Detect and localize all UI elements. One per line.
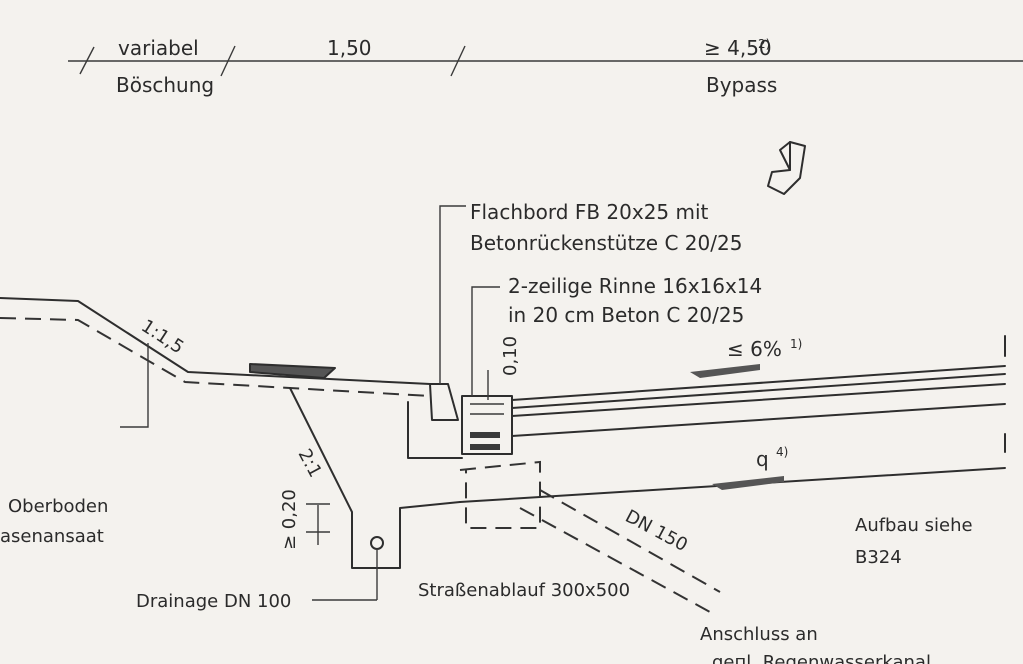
road-surface bbox=[511, 365, 1006, 401]
flow-arrow-left bbox=[249, 363, 336, 379]
flachbord-label-2: Betonrückenstütze C 20/25 bbox=[470, 231, 742, 255]
rinne-leader bbox=[471, 286, 500, 396]
dim-020-label: ≥ 0,20 bbox=[279, 489, 300, 550]
dim-450: ≥ 4,50 bbox=[704, 36, 772, 60]
dim-boeschung: Böschung bbox=[116, 73, 214, 97]
aufbau-label-1: Aufbau siehe bbox=[855, 515, 973, 536]
trench-outline bbox=[289, 387, 461, 569]
slope-leader bbox=[120, 343, 149, 428]
drain-pipe-icon bbox=[370, 536, 384, 550]
terrain-surface bbox=[0, 297, 431, 385]
dim-bypass: Bypass bbox=[706, 73, 777, 97]
slope-arrow bbox=[690, 364, 760, 378]
dimension-tick bbox=[79, 46, 95, 75]
rasenansaat-label: asenansaat bbox=[0, 526, 104, 547]
dim-150: 1,50 bbox=[327, 36, 372, 60]
drainage-label: Drainage DN 100 bbox=[136, 591, 291, 612]
gutter-rinne bbox=[461, 395, 513, 455]
road-slope-label: ≤ 6% bbox=[727, 337, 782, 361]
road-layers bbox=[459, 335, 1006, 503]
anschluss-label-2: geпl. Regenwasserkanal bbox=[712, 652, 931, 664]
inlet-box bbox=[459, 460, 541, 529]
embankment-slope-label: 1:1,5 bbox=[137, 316, 187, 359]
rinne-label-1: 2-zeilige Rinne 16x16x14 bbox=[508, 274, 762, 298]
dn150-label: DN 150 bbox=[622, 506, 691, 556]
flachbord-leader bbox=[439, 205, 466, 384]
q-footnote: 4) bbox=[776, 445, 788, 459]
concrete-backing bbox=[407, 401, 463, 459]
dimension-chain: variabel Böschung 1,50 ≥ 4,50 2) Bypass bbox=[68, 36, 1023, 97]
anschluss-label-1: Anschluss an bbox=[700, 624, 818, 645]
topsoil-line bbox=[0, 317, 431, 397]
q-label: q bbox=[756, 447, 769, 471]
q-arrow bbox=[712, 476, 784, 490]
dimension-tick bbox=[220, 45, 236, 77]
dim-450-footnote: 2) bbox=[758, 37, 770, 51]
flachbord-label-1: Flachbord FB 20x25 mit bbox=[470, 200, 709, 224]
aufbau-label-2: B324 bbox=[855, 547, 902, 568]
dim-010-label: 0,10 bbox=[500, 336, 521, 376]
pipe-bottom bbox=[519, 507, 711, 613]
strassenablauf-label: Straßenablauf 300x500 bbox=[418, 580, 630, 601]
road-slope-footnote: 1) bbox=[790, 337, 802, 351]
dimension-tick bbox=[450, 45, 466, 77]
terrain: 1:1,5 bbox=[0, 297, 431, 428]
gully-symbol-icon bbox=[767, 141, 806, 195]
curb-and-gutter: 0,10 bbox=[407, 336, 521, 459]
oberboden-label: Oberboden bbox=[8, 496, 108, 517]
rinne-label-2: in 20 cm Beton C 20/25 bbox=[508, 303, 744, 327]
pipe-top bbox=[539, 489, 721, 593]
curb-flachbord bbox=[429, 383, 459, 421]
dim-variabel: variabel bbox=[118, 36, 199, 60]
